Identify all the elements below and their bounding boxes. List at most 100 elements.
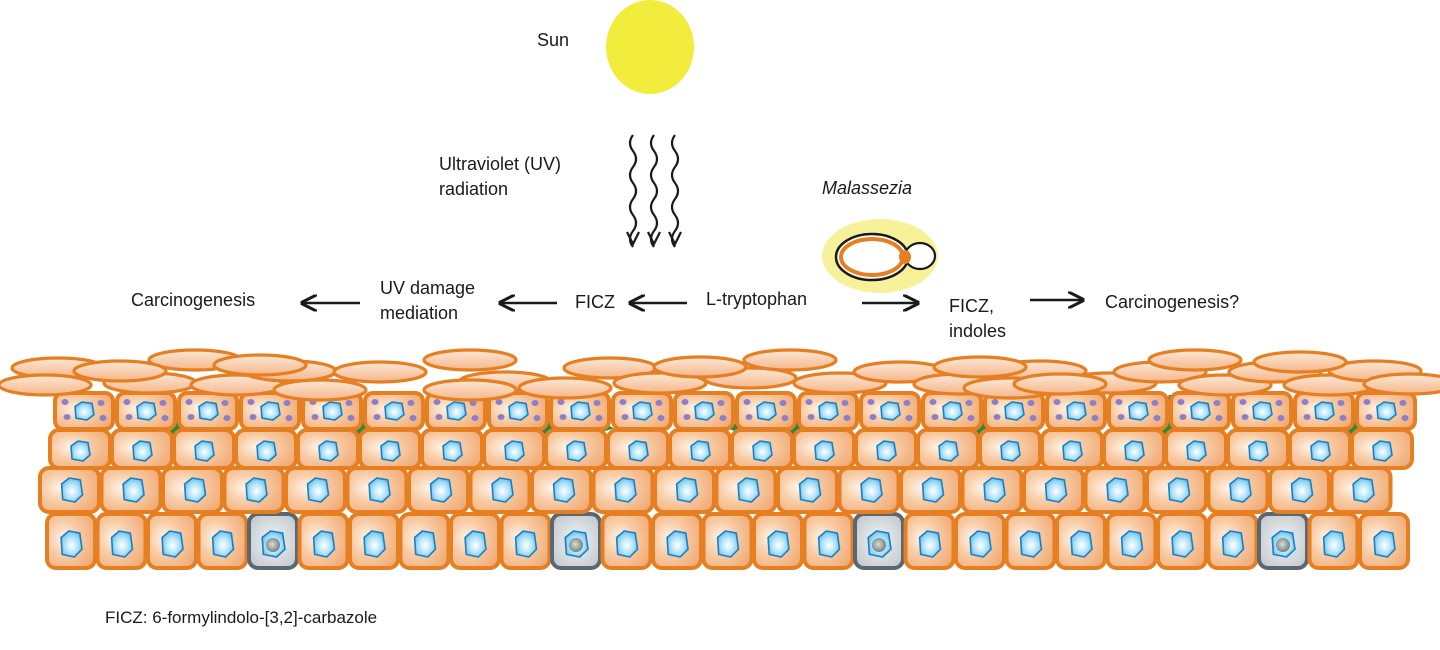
spinous-cell xyxy=(714,466,778,514)
nucleus xyxy=(876,440,897,462)
melanocyte-cell xyxy=(247,512,299,570)
granular-cell xyxy=(735,391,797,431)
spinous-cell xyxy=(420,428,484,470)
nucleus xyxy=(1322,530,1346,558)
granular-cell xyxy=(611,391,673,431)
basal-cell xyxy=(449,512,501,570)
nucleus xyxy=(921,477,945,503)
basal-cell xyxy=(45,512,97,570)
uv-wave-icon xyxy=(626,134,682,248)
nucleus xyxy=(60,530,83,558)
spinous-cell xyxy=(916,428,980,470)
spinous-cell xyxy=(899,466,962,514)
melanocyte-cell xyxy=(1257,512,1309,570)
corneocyte xyxy=(1012,372,1108,396)
nucleus xyxy=(756,401,777,421)
nucleus xyxy=(1062,440,1083,462)
nucleus xyxy=(690,440,711,462)
nucleus xyxy=(1019,530,1043,558)
granular-cell xyxy=(921,391,983,431)
corneocyte xyxy=(742,348,838,372)
spinous-cell xyxy=(530,466,593,514)
nucleus xyxy=(446,401,467,421)
nucleus xyxy=(694,401,715,421)
nucleus xyxy=(1372,440,1393,462)
nucleus xyxy=(570,401,591,421)
basal-cell xyxy=(1206,512,1259,570)
corneocyte xyxy=(272,378,368,402)
spinous-cell xyxy=(1329,466,1393,514)
nucleus xyxy=(306,477,330,503)
corneocyte xyxy=(932,355,1028,379)
nucleus xyxy=(442,440,463,462)
nucleus xyxy=(1352,477,1375,503)
nucleus xyxy=(136,401,157,421)
basal-cell xyxy=(398,512,451,570)
nucleus xyxy=(1229,477,1252,503)
nucleus xyxy=(880,401,901,421)
nucleus xyxy=(1376,401,1397,421)
nucleus xyxy=(256,440,277,462)
spinous-cell xyxy=(468,466,532,514)
nucleus xyxy=(380,440,401,462)
nucleus xyxy=(491,477,514,503)
basal-cell xyxy=(1105,512,1158,570)
spinous-cell xyxy=(1102,428,1166,470)
nucleus xyxy=(798,477,822,503)
nucleus xyxy=(504,440,525,462)
basal-cell xyxy=(499,512,552,570)
granular-cell xyxy=(673,391,735,431)
ficz-left-label: FICZ xyxy=(575,292,615,312)
corneocyte xyxy=(652,355,748,379)
nucleus xyxy=(1066,401,1087,421)
spinous-cell xyxy=(1268,466,1331,514)
spinous-cell xyxy=(1145,466,1208,514)
spinous-cell xyxy=(1350,428,1414,470)
spinous-cell xyxy=(1040,428,1104,470)
nucleus xyxy=(211,530,235,558)
basal-cell xyxy=(954,512,1006,570)
nucleus xyxy=(1248,440,1269,462)
spinous-cell xyxy=(776,466,839,514)
spinous-cell xyxy=(48,428,112,470)
nucleus xyxy=(983,477,1006,503)
spinous-cell xyxy=(110,428,174,470)
nucleus xyxy=(429,477,453,503)
basal-layer xyxy=(45,512,1410,570)
nucleus xyxy=(716,530,740,558)
basal-cell xyxy=(196,512,249,570)
nucleus xyxy=(632,401,653,421)
nucleus xyxy=(752,440,773,462)
nucleus xyxy=(1000,440,1021,462)
nucleus xyxy=(860,477,883,503)
nucleus xyxy=(122,477,145,503)
nucleus xyxy=(737,477,760,503)
spinous-cell xyxy=(1206,466,1270,514)
nucleus xyxy=(969,530,992,558)
carcinogenesis-left-label: Carcinogenesis xyxy=(131,290,256,310)
basal-cell xyxy=(95,512,148,570)
nucleus xyxy=(413,530,437,558)
nucleus xyxy=(1186,440,1207,462)
carcinogenesis-right-label: Carcinogenesis? xyxy=(1105,292,1240,312)
basal-cell xyxy=(903,512,956,570)
sun-icon xyxy=(606,0,694,94)
nucleus xyxy=(312,530,336,558)
spinous-cell xyxy=(99,466,163,514)
nucleus xyxy=(814,440,835,462)
spinous-cell xyxy=(234,428,298,470)
nucleus xyxy=(1167,477,1191,503)
nucleus xyxy=(1128,401,1149,421)
spinous-cell xyxy=(284,466,347,514)
nucleus xyxy=(818,401,839,421)
spinous-cell xyxy=(407,466,470,514)
granular-cell xyxy=(1045,391,1107,431)
nucleus xyxy=(161,530,184,558)
basal-cell xyxy=(802,512,855,570)
basal-cell xyxy=(1004,512,1057,570)
spinous-cell xyxy=(544,428,608,470)
nucleus xyxy=(1044,477,1068,503)
spinous-cell xyxy=(854,428,918,470)
uv-radiation-label: Ultraviolet (UV) radiation xyxy=(439,154,562,199)
